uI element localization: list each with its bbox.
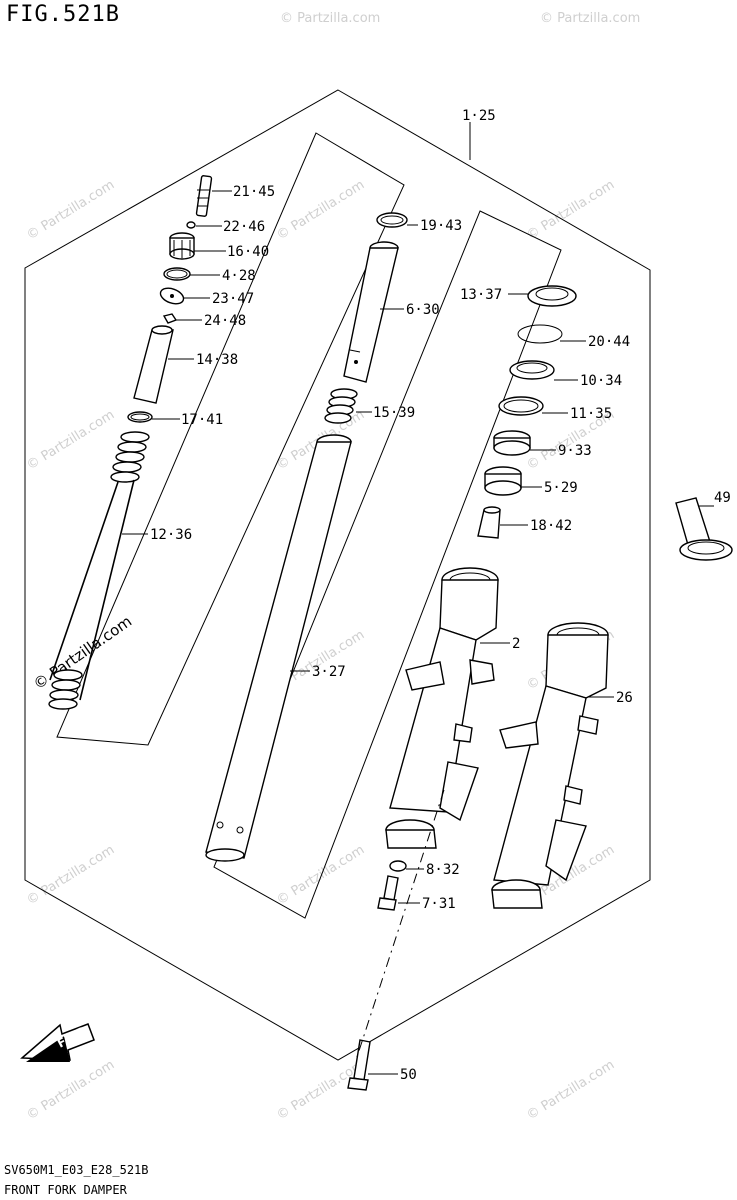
part-12-spring: [48, 431, 150, 710]
callout-21-45: 21·45: [233, 184, 275, 200]
watermark: © Partzilla.com: [280, 11, 380, 26]
callout-50: 50: [400, 1067, 417, 1083]
part-19-ring: [376, 212, 408, 228]
callout-15-39: 15·39: [373, 405, 415, 421]
model-code: SV650M1_E03_E28_521B: [4, 1163, 149, 1177]
callout-13-37: 13·37: [460, 287, 502, 303]
watermark: © Partzilla.com: [524, 1058, 617, 1124]
callout-49: 49: [714, 490, 731, 506]
subgroup-outline-middle: [213, 210, 562, 919]
partzilla-watermark-dark: © Partzilla.com: [30, 612, 135, 693]
watermark: © Partzilla.com: [24, 408, 117, 474]
part-50-bolt: [347, 1039, 371, 1091]
callout-3-27: 3·27: [312, 664, 346, 680]
callout-14-38: 14·38: [196, 352, 238, 368]
part-49-dust-cover: [675, 497, 733, 561]
callout-20-44: 20·44: [588, 334, 630, 350]
assembly-outline-1-25: [24, 89, 651, 1061]
part-10-oil-seal: [509, 360, 555, 380]
part-14-spacer: [133, 325, 174, 404]
part-16-cap-bolt: [169, 232, 195, 260]
part-18-oil-lock-piece: [477, 506, 501, 539]
callout-6-30: 6·30: [406, 302, 440, 318]
callout-8-32: 8·32: [426, 862, 460, 878]
callout-12-36: 12·36: [150, 527, 192, 543]
part-22-o-ring: [186, 221, 196, 229]
callout-7-31: 7·31: [422, 896, 456, 912]
assembly-axis-line: [355, 789, 445, 1061]
callout-17-41: 17·41: [181, 412, 223, 428]
part-11-washer: [498, 396, 544, 416]
callout-9-33: 9·33: [558, 443, 592, 459]
part-6-damper-rod: [343, 241, 399, 383]
watermark: © Partzilla.com: [24, 1058, 117, 1124]
part-17-ring: [127, 411, 153, 423]
figure-title: FIG.521B: [6, 2, 120, 27]
watermark: © Partzilla.com: [24, 178, 117, 244]
watermark: © Partzilla.com: [274, 843, 367, 909]
callout-4-28: 4·28: [222, 268, 256, 284]
part-4-o-ring: [163, 267, 191, 281]
callout-5-29: 5·29: [544, 480, 578, 496]
fwd-arrow-icon: FWD: [20, 1023, 95, 1062]
watermark: © Partzilla.com: [274, 178, 367, 244]
callout-labels: 1·25 21·45 22·46 16·40 4·28 23·47 24·48 …: [150, 108, 731, 1083]
callout-18-42: 18·42: [530, 518, 572, 534]
part-8-gasket: [389, 860, 407, 872]
callout-22-46: 22·46: [223, 219, 265, 235]
part-2-outer-tube: [385, 567, 499, 849]
callout-2: 2: [512, 636, 520, 652]
part-23-washer: [159, 287, 185, 305]
callout-1-25: 1·25: [462, 108, 496, 124]
part-24-nut: [162, 313, 178, 324]
part-9-bushing: [493, 430, 531, 456]
callout-19-43: 19·43: [420, 218, 462, 234]
callout-24-48: 24·48: [204, 313, 246, 329]
callout-10-34: 10·34: [580, 373, 622, 389]
part-3-inner-tube: [205, 434, 352, 862]
callout-23-47: 23·47: [212, 291, 254, 307]
callout-26: 26: [616, 690, 633, 706]
leader-lines: [122, 122, 714, 1075]
watermark: © Partzilla.com: [524, 178, 617, 244]
part-15-rebound-spring: [324, 388, 358, 424]
part-20-stopper-ring: [517, 324, 563, 344]
diagram-caption: FRONT FORK DAMPER: [4, 1183, 127, 1197]
part-13-dust-seal: [527, 285, 577, 307]
part-7-bolt: [377, 875, 399, 911]
part-21-adjuster-rod: [195, 175, 213, 217]
subgroup-outline-left: [56, 132, 405, 746]
watermark: © Partzilla.com: [274, 1058, 367, 1124]
watermark: © Partzilla.com: [24, 843, 117, 909]
part-26-outer-tube: [491, 622, 609, 909]
watermarks: © Partzilla.com © Partzilla.com © Partzi…: [24, 11, 640, 1123]
callout-16-40: 16·40: [227, 244, 269, 260]
part-5-bushing: [484, 466, 522, 496]
callout-11-35: 11·35: [570, 406, 612, 422]
watermark: © Partzilla.com: [540, 11, 640, 26]
